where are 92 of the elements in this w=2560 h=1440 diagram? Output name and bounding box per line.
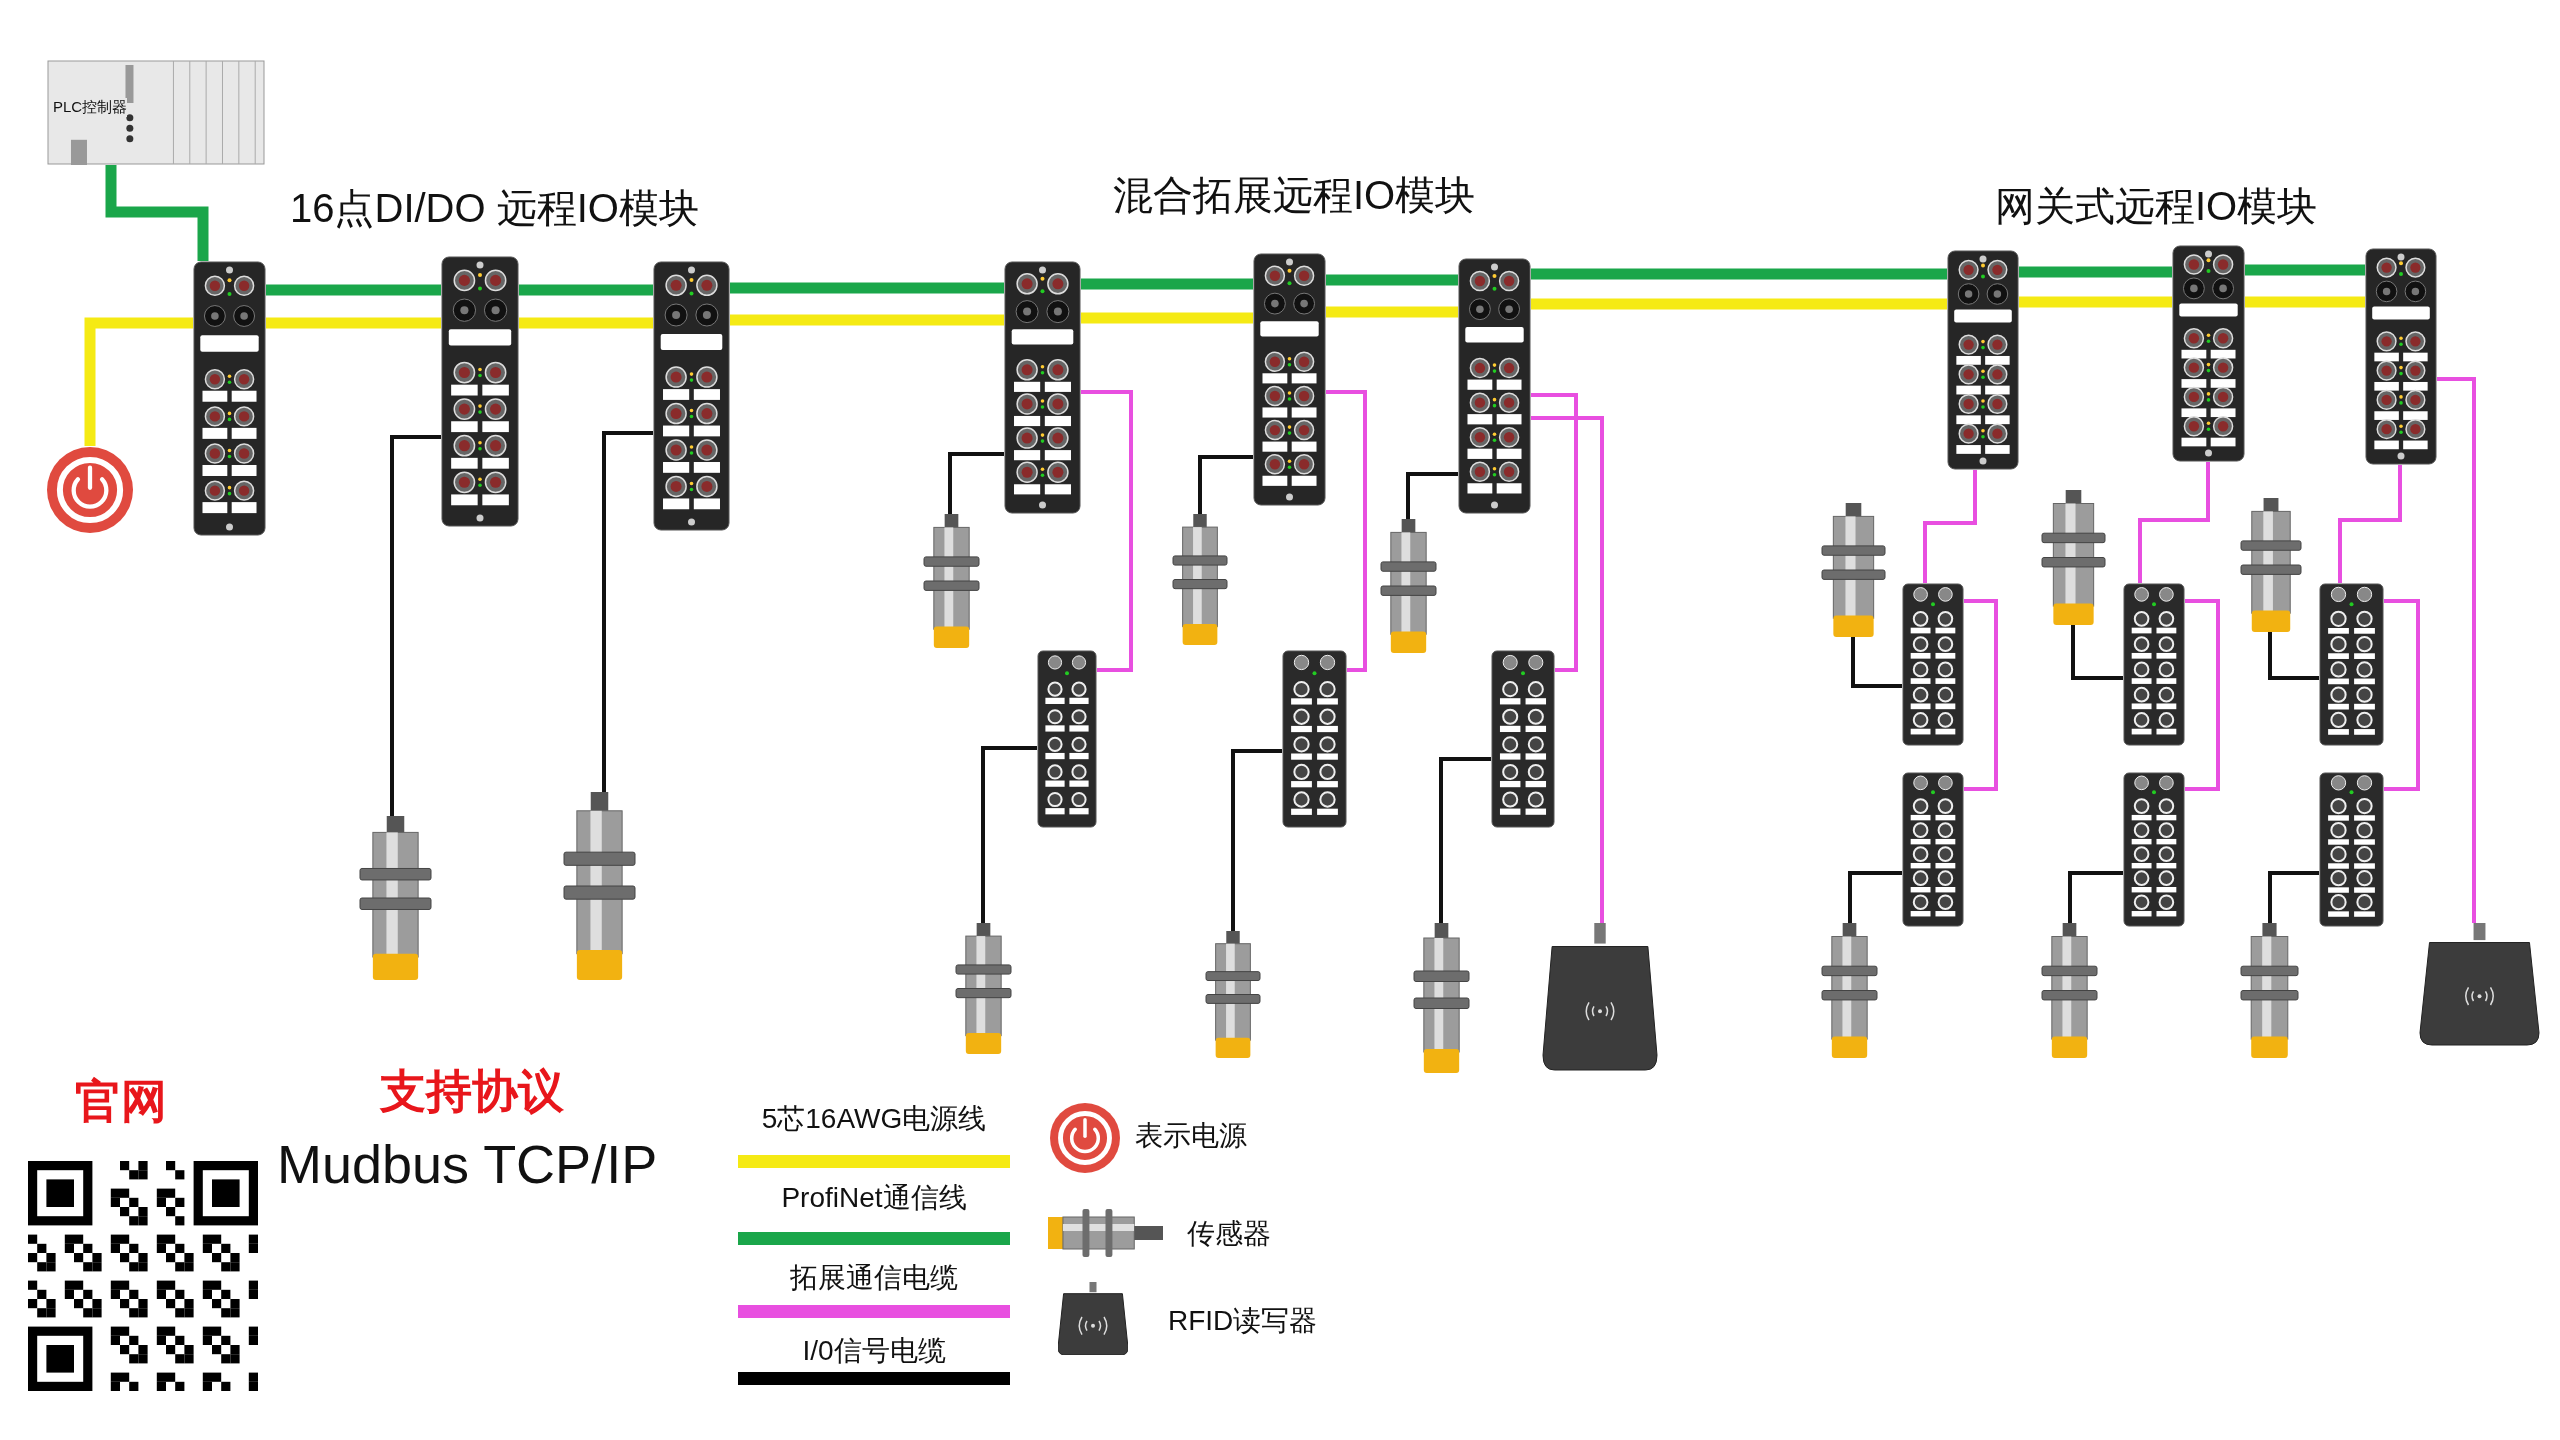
protocol-name: Mudbus TCP/IP <box>277 1133 658 1196</box>
cable-line <box>1964 599 1998 791</box>
cable-line <box>2268 871 2319 923</box>
cable-line <box>1326 274 1458 286</box>
power-icon <box>46 446 134 534</box>
expansion-module-drawing <box>2319 772 2384 927</box>
cable-line <box>2338 465 2402 583</box>
cable-line <box>1326 306 1458 318</box>
sensor-drawing <box>923 514 980 648</box>
cable-line <box>2068 871 2123 923</box>
sensor-drawing <box>955 923 1012 1054</box>
protocol-heading: 支持协议 <box>380 1065 564 1118</box>
rfid-reader-drawing <box>2420 923 2539 1045</box>
sensor-drawing <box>1172 514 1228 645</box>
cable-line <box>1406 472 1458 519</box>
cable-line <box>1923 470 1977 583</box>
io-module-drawing <box>441 256 519 527</box>
cable-line <box>1198 455 1253 514</box>
cable-line <box>1851 637 1902 688</box>
expansion-module-drawing <box>2123 583 2185 746</box>
rfid-reader-drawing <box>1543 923 1657 1070</box>
website-heading: 官网 <box>75 1075 167 1128</box>
cable-line <box>1848 871 1902 923</box>
legend-label: 传感器 <box>1187 1218 1271 1251</box>
cable-line <box>1081 278 1253 290</box>
cable-line <box>2268 632 2319 680</box>
sensor-drawing <box>1413 923 1470 1073</box>
legend-label: 拓展通信电缆 <box>789 1262 959 1295</box>
cable-line <box>2245 264 2365 276</box>
sensor-drawing <box>2041 923 2098 1058</box>
cable-line <box>84 317 193 446</box>
cable-line <box>1531 298 1947 310</box>
legend-label: I/0信号电缆 <box>801 1335 947 1368</box>
controller-label: PLC控制器 <box>53 97 128 117</box>
expansion-module-drawing <box>1282 650 1347 828</box>
cable-line <box>602 431 653 792</box>
cable-line <box>519 284 653 296</box>
cable-line <box>2437 377 2476 923</box>
cable-line <box>2138 462 2210 583</box>
cable-line <box>519 317 653 329</box>
cable-line <box>1439 757 1491 923</box>
cable-line <box>2019 266 2172 278</box>
legend-label: ProfiNet通信线 <box>780 1182 968 1215</box>
io-module-drawing <box>2172 245 2245 462</box>
cable-line <box>1326 390 1367 672</box>
cable-line <box>2245 296 2365 308</box>
sensor-drawing <box>563 792 636 980</box>
io-module-drawing <box>1458 258 1531 514</box>
cable-line <box>1531 416 1604 923</box>
sensor-drawing <box>2041 490 2106 625</box>
cable-line <box>730 282 1004 294</box>
cable-line <box>390 435 441 816</box>
cable-line <box>1231 749 1282 931</box>
cable-line <box>730 314 1004 326</box>
cable-line <box>2384 599 2420 791</box>
cable-line <box>2185 599 2220 791</box>
cable-line <box>105 165 209 261</box>
cable-line <box>266 284 441 296</box>
io-module-drawing <box>2365 248 2437 465</box>
cable-line <box>266 317 441 329</box>
io-module-drawing <box>1253 253 1326 506</box>
io-module-drawing <box>1004 261 1081 514</box>
io-module-drawing <box>653 261 730 531</box>
expansion-module-drawing <box>1902 583 1964 746</box>
group-heading: 混合拓展远程IO模块 <box>1113 172 1476 218</box>
sensor-drawing <box>1821 503 1886 637</box>
sensor-drawing <box>1821 923 1878 1058</box>
expansion-module-drawing <box>2123 772 2185 927</box>
group-heading: 16点DI/DO 远程IO模块 <box>290 185 699 231</box>
io-module-drawing <box>193 261 266 536</box>
io-module-drawing <box>1947 250 2019 470</box>
cable-line <box>1531 268 1947 280</box>
sensor-drawing <box>359 816 432 980</box>
group-heading: 网关式远程IO模块 <box>1995 183 2318 229</box>
cable-line <box>2019 296 2172 308</box>
cable-line <box>1081 312 1253 324</box>
sensor-drawing <box>2240 498 2302 632</box>
cable-line <box>1081 390 1133 672</box>
legend-label: 5芯16AWG电源线 <box>760 1103 988 1136</box>
expansion-module-drawing <box>1902 772 1964 927</box>
sensor-drawing <box>2240 923 2299 1058</box>
legend-label: RFID读写器 <box>1168 1305 1318 1338</box>
legend-label: 表示电源 <box>1135 1120 1247 1153</box>
sensor-drawing <box>1380 519 1437 653</box>
expansion-module-drawing <box>1037 650 1097 828</box>
cable-line <box>2071 625 2123 680</box>
expansion-module-drawing <box>2319 583 2384 746</box>
cable-line <box>948 452 1004 514</box>
expansion-module-drawing <box>1491 650 1555 828</box>
cable-line <box>981 746 1037 923</box>
cable-line <box>1531 393 1578 672</box>
sensor-drawing <box>1205 931 1261 1058</box>
